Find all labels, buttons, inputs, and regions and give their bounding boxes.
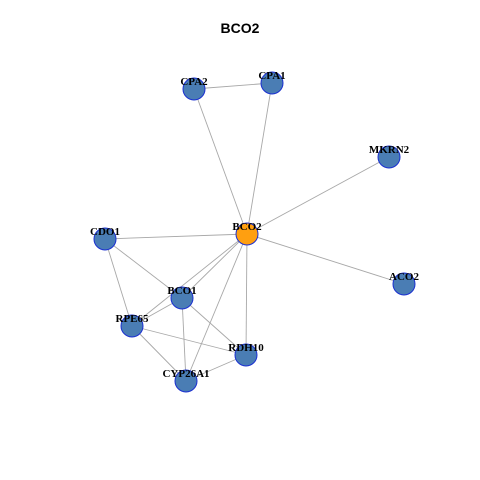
node-rdh10	[234, 343, 258, 367]
edge-bco2-rpe65	[131, 233, 248, 327]
node-label-rdh10: RDH10	[228, 342, 264, 354]
edge-bco2-cpa2	[193, 88, 248, 235]
edge-bco2-rdh10	[245, 233, 248, 356]
edge-rpe65-cyp26a1	[131, 325, 187, 382]
node-label-cpa2: CPA2	[180, 76, 208, 88]
node-label-rpe65: RPE65	[116, 313, 150, 325]
edge-bco2-cpa1	[246, 82, 273, 235]
node-label-cpa1: CPA1	[258, 70, 285, 82]
edge-bco2-cyp26a1	[185, 233, 248, 382]
node-mkrn2	[377, 145, 401, 169]
node-cyp26a1	[174, 369, 198, 393]
node-aco2	[392, 272, 416, 296]
edge-cpa2-cpa1	[193, 82, 273, 90]
node-label-aco2: ACO2	[389, 271, 419, 283]
node-label-cyp26a1: CYP26A1	[162, 368, 209, 380]
edge-rpe65-rdh10	[131, 325, 247, 356]
edge-cdo1-rpe65	[104, 238, 133, 327]
edge-bco2-bco1	[181, 233, 248, 299]
edge-bco1-rdh10	[181, 297, 247, 356]
edge-bco2-aco2	[246, 233, 405, 285]
node-bco2	[235, 222, 259, 246]
node-bco1	[170, 286, 194, 310]
diagram-title: BCO2	[220, 20, 260, 36]
edge-bco2-cdo1	[104, 233, 248, 240]
node-label-cdo1: CDO1	[90, 226, 120, 238]
edge-bco2-mkrn2	[246, 156, 390, 235]
node-label-bco1: BCO1	[167, 285, 196, 297]
node-label-mkrn2: MKRN2	[369, 144, 410, 156]
node-cdo1	[93, 227, 117, 251]
edge-cdo1-bco1	[104, 238, 183, 299]
node-cpa2	[182, 77, 206, 101]
node-rpe65	[120, 314, 144, 338]
node-cpa1	[260, 71, 284, 95]
node-label-bco2: BCO2	[232, 221, 262, 233]
node-layer: BCO2 CPA2 CPA1MKRN2CDO1ACO2BCO1RPE65RDH10C…	[90, 70, 419, 393]
